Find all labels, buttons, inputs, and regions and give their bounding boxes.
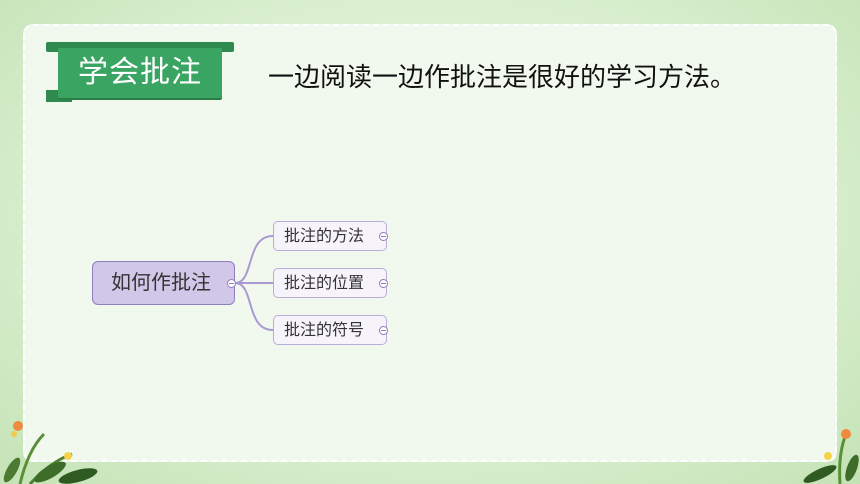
foliage-left-decoration xyxy=(3,421,98,484)
mindmap-child-label: 批注的位置 xyxy=(284,273,365,292)
foliage-right-decoration xyxy=(803,429,859,484)
collapse-toggle-icon[interactable] xyxy=(379,232,388,241)
headline-text: 一边阅读一边作批注是很好的学习方法。 xyxy=(268,63,737,93)
collapse-toggle-icon[interactable] xyxy=(227,279,236,288)
mindmap-root-label: 如何作批注 xyxy=(111,270,211,294)
mindmap-child-label: 批注的方法 xyxy=(284,226,365,245)
mindmap-child-symbol[interactable]: 批注的符号 xyxy=(273,315,387,345)
section-title: 学会批注 xyxy=(78,55,202,90)
title-tab-back xyxy=(46,42,234,52)
mindmap-child-label: 批注的符号 xyxy=(284,320,365,339)
mindmap-child-method[interactable]: 批注的方法 xyxy=(273,221,387,251)
mindmap-child-position[interactable]: 批注的位置 xyxy=(273,268,387,298)
section-title-tab: 学会批注 xyxy=(46,42,234,102)
mindmap-root-node[interactable]: 如何作批注 xyxy=(92,261,235,305)
title-tab-front xyxy=(58,48,222,98)
collapse-toggle-icon[interactable] xyxy=(379,326,388,335)
collapse-toggle-icon[interactable] xyxy=(379,279,388,288)
